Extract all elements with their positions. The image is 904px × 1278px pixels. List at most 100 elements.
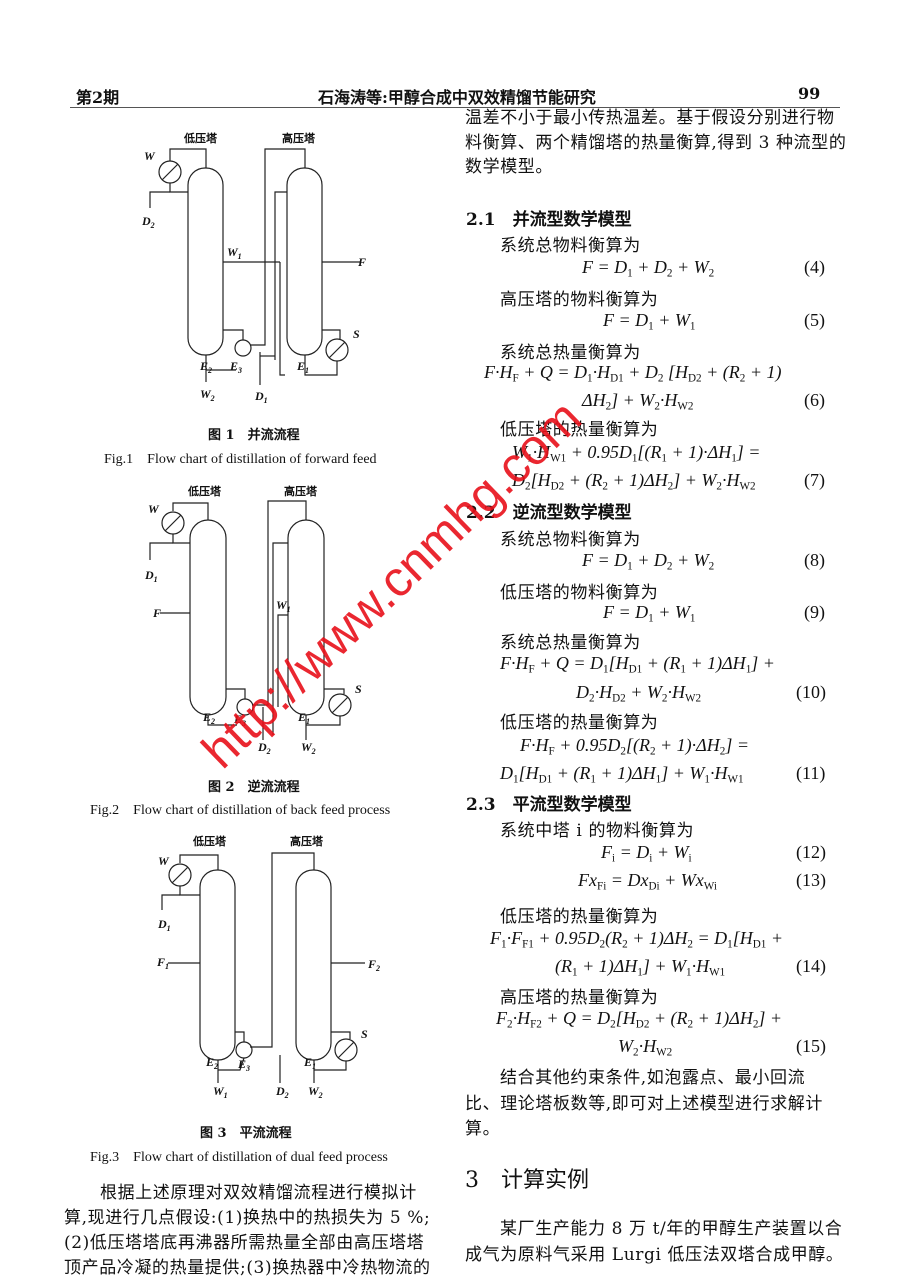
label-s: S [353,327,360,341]
equation-15-line-2: W2·HW2 [618,1036,673,1059]
equation-number: (12) [796,842,826,862]
text-line: 某厂生产能力 8 万 t/年的甲醇生产装置以合 [500,1219,843,1239]
label-s: S [355,682,362,696]
text-line: 系统总热量衡算为 [500,633,641,653]
label-w1: W1 [213,1084,228,1100]
text-line: 料衡算、两个精馏塔的热量衡算,得到 3 种流型的 [465,133,847,153]
label-f: F [152,606,161,620]
equation-number: (7) [804,470,825,490]
figure-3-caption-en: Fig.3 Flow chart of distillation of dual… [90,1150,388,1165]
section-2-3-heading: 2.3 平流型数学模型 [466,795,632,815]
text-line: 低压塔的热量衡算为 [500,420,659,440]
label-e3: E3 [237,1057,250,1073]
label-w2: W2 [308,1084,323,1100]
equation-8: F = D1 + D2 + W2 [582,550,715,573]
label-w1: W1 [227,245,242,261]
equation-7-line-1: W1·HW1 + 0.95D1[(R1 + 1)·ΔH1] = [512,442,761,465]
equation-14-line-1: F1·FF1 + 0.95D2(R2 + 1)ΔH2 = D1[HD1 + [490,928,784,951]
equation-number: (6) [804,390,825,410]
label-d1: D1 [144,568,158,584]
equation-10-line-1: F·HF + Q = D1[HD1 + (R1 + 1)ΔH1] + [500,653,775,676]
text-line: 高压塔的热量衡算为 [500,988,659,1008]
equation-9: F = D1 + W1 [603,602,696,625]
label-low-pressure-column: 低压塔 [183,131,218,145]
label-w: W [158,854,170,868]
equation-number: (15) [796,1036,826,1056]
equation-13: FxFi = DxDi + WxWi [578,870,717,893]
equation-number: (13) [796,870,826,890]
label-high-pressure-column: 高压塔 [282,131,316,145]
label-low-pressure-column: 低压塔 [187,484,222,498]
label-e2: E2 [202,710,215,726]
equation-5: F = D1 + W1 [603,310,696,333]
paragraph-line: 根据上述原理对双效精馏流程进行模拟计 [100,1183,417,1203]
high-pressure-column [295,869,332,1061]
label-w: W [148,502,160,516]
equation-12: Fi = Di + Wi [601,842,692,865]
text-line: 算。 [465,1119,501,1139]
figure-2-diagram: 低压塔 高压塔 W D1 F W1 S E2 E3 E1 D2 W2 [144,484,362,756]
equation-number: (4) [804,257,825,277]
text-line: 系统总物料衡算为 [500,236,641,256]
equation-10-line-2: D2·HD2 + W2·HW2 [576,682,702,705]
page-number: 99 [798,84,821,103]
issue-number: 第2期 [76,88,120,107]
equation-number: (5) [804,310,825,330]
figure-2-caption-en: Fig.2 Flow chart of distillation of back… [90,803,391,818]
text-line: 比、理论塔板数等,即可对上述模型进行求解计 [465,1094,824,1114]
label-f: F [357,255,366,269]
text-line: 成气为原料气采用 Lurgi 低压法双塔合成甲醇。 [465,1245,844,1265]
text-line: 数学模型。 [465,157,553,177]
text-line: 低压塔的物料衡算为 [500,583,659,603]
text-line: 系统总热量衡算为 [500,343,641,363]
label-s: S [361,1027,368,1041]
label-high-pressure-column: 高压塔 [284,484,318,498]
figure-1-caption-en: Fig.1 Flow chart of distillation of forw… [104,452,377,467]
low-pressure-column [187,167,224,356]
reboiler-exchanger-icon [234,339,252,357]
section-2-1-heading: 2.1 并流型数学模型 [466,210,632,230]
equation-number: (10) [796,682,826,702]
text-line: 低压塔的热量衡算为 [500,713,659,733]
text-line: 系统总物料衡算为 [500,530,641,550]
label-f1: F1 [156,955,169,971]
equation-11-line-1: F·HF + 0.95D2[(R2 + 1)·ΔH2] = [520,735,749,758]
label-high-pressure-column: 高压塔 [290,834,324,848]
label-e3: E3 [233,712,246,728]
text-line: 低压塔的热量衡算为 [500,907,659,927]
label-d2: D2 [257,740,271,756]
text-line: 结合其他约束条件,如泡露点、最小回流 [500,1068,806,1088]
text-line: 高压塔的物料衡算为 [500,290,659,310]
label-e1: E1 [296,359,309,375]
paragraph-line: 算,现进行几点假设:(1)换热中的热损失为 5 %; [64,1208,431,1228]
paragraph-line: 顶产品冷凝的热量提供;(3)换热器中冷热物流的 [64,1258,431,1278]
label-d2: D2 [275,1084,289,1100]
label-e1: E1 [303,1055,316,1071]
figure-1-diagram: 低压塔 高压塔 W D2 W1 F S E2 E3 E1 W2 D1 [141,131,366,405]
paragraph-line: (2)低压塔塔底再沸器所需热量全部由高压塔塔 [64,1233,425,1253]
label-low-pressure-column: 低压塔 [192,834,227,848]
label-e1: E1 [297,710,310,726]
equation-6-line-1: F·HF + Q = D1·HD1 + D2 [HD2 + (R2 + 1) [484,362,782,385]
header-rule [70,107,840,108]
label-w1: W1 [276,598,291,614]
equation-6-line-2: ΔH2] + W2·HW2 [582,390,694,413]
reboiler-exchanger-icon [235,1041,253,1059]
text-line: 温差不小于最小传热温差。基于假设分别进行物 [465,108,835,128]
equation-11-line-2: D1[HD1 + (R1 + 1)ΔH1] + W1·HW1 [500,763,744,786]
equation-number: (14) [796,956,826,976]
equation-number: (11) [796,763,826,783]
high-pressure-column [286,167,323,356]
low-pressure-column [199,869,236,1061]
label-w2: W2 [301,740,316,756]
figure-3-diagram: 低压塔 高压塔 W D1 F1 F2 S E2 E3 E1 W1 D2 W2 [156,834,380,1100]
label-e3: E3 [229,359,242,375]
equation-15-line-1: F2·HF2 + Q = D2[HD2 + (R2 + 1)ΔH2] + [496,1008,783,1031]
label-w: W [144,149,156,163]
label-e2: E2 [205,1055,218,1071]
equation-number: (8) [804,550,825,570]
figure-3-caption-cn: 图 3 平流流程 [200,1126,292,1141]
text-line: 系统中塔 i 的物料衡算为 [500,821,695,841]
label-e2: E2 [199,359,212,375]
figure-1-caption-cn: 图 1 并流流程 [208,428,300,443]
